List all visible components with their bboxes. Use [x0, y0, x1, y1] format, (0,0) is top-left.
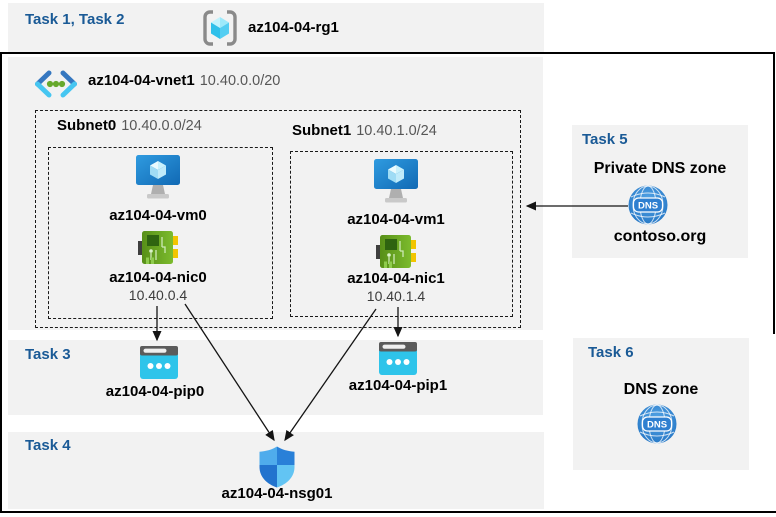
dns-badge-text-task5: DNS [638, 201, 658, 212]
subnet0-title: Subnet0 10.40.0.0/24 [57, 117, 202, 134]
nic0-icon [138, 229, 178, 266]
vm0-icon [136, 155, 180, 202]
virtual-network-icon [33, 70, 79, 98]
vnet-name: az104-04-vnet1 [88, 72, 195, 89]
pip0-label: az104-04-pip0 [105, 383, 205, 400]
nic0-ip: 10.40.0.4 [128, 287, 188, 303]
frame-border-left [0, 52, 2, 513]
vnet-cidr: 10.40.0.0/20 [199, 73, 281, 89]
nsg-label: az104-04-nsg01 [221, 485, 333, 502]
task5-heading: Task 5 [582, 131, 628, 148]
task12-heading: Task 1, Task 2 [25, 11, 125, 28]
task6-panel [573, 338, 749, 470]
pip0-icon [140, 346, 178, 379]
task4-heading: Task 4 [25, 437, 71, 454]
subnet1-cidr: 10.40.1.0/24 [356, 123, 437, 139]
frame-border-right [773, 52, 775, 334]
dns-badge-text-task6: DNS [647, 420, 667, 431]
resource-group-label: az104-04-rg1 [248, 19, 339, 36]
task6-heading: Task 6 [588, 344, 634, 361]
vnet-boundary [35, 110, 521, 328]
task3-panel [8, 340, 543, 415]
frame-border-bottom [0, 511, 776, 513]
vm0-label: az104-04-vm0 [109, 207, 207, 224]
dns-zone-icon: DNS [637, 404, 677, 444]
vnet-panel [8, 57, 543, 330]
task5-title: Private DNS zone [593, 160, 727, 177]
subnet1-name: Subnet1 [292, 122, 352, 139]
resource-group-icon [202, 9, 238, 47]
vm1-icon [374, 159, 418, 206]
header-panel [8, 3, 544, 52]
nsg-shield-icon [259, 446, 295, 488]
frame-border-top [0, 52, 775, 54]
subnet0-boundary [48, 147, 273, 319]
subnet0-name: Subnet0 [57, 117, 117, 134]
task3-heading: Task 3 [25, 346, 71, 363]
subnet1-boundary [290, 151, 513, 317]
pip1-icon [379, 342, 417, 375]
nic0-label: az104-04-nic0 [109, 269, 207, 286]
subnet0-cidr: 10.40.0.0/24 [121, 118, 202, 134]
nic1-icon [376, 233, 416, 270]
private-dns-zone-name: contoso.org [613, 228, 707, 245]
subnet1-title: Subnet1 10.40.1.0/24 [292, 122, 437, 139]
vnet-title: az104-04-vnet1 10.40.0.0/20 [88, 72, 280, 89]
pip1-label: az104-04-pip1 [348, 377, 448, 394]
task6-title: DNS zone [623, 381, 699, 398]
vm1-label: az104-04-vm1 [347, 211, 445, 228]
nic1-label: az104-04-nic1 [347, 270, 445, 287]
nic1-ip: 10.40.1.4 [366, 288, 426, 304]
private-dns-zone-icon: DNS [628, 185, 668, 225]
